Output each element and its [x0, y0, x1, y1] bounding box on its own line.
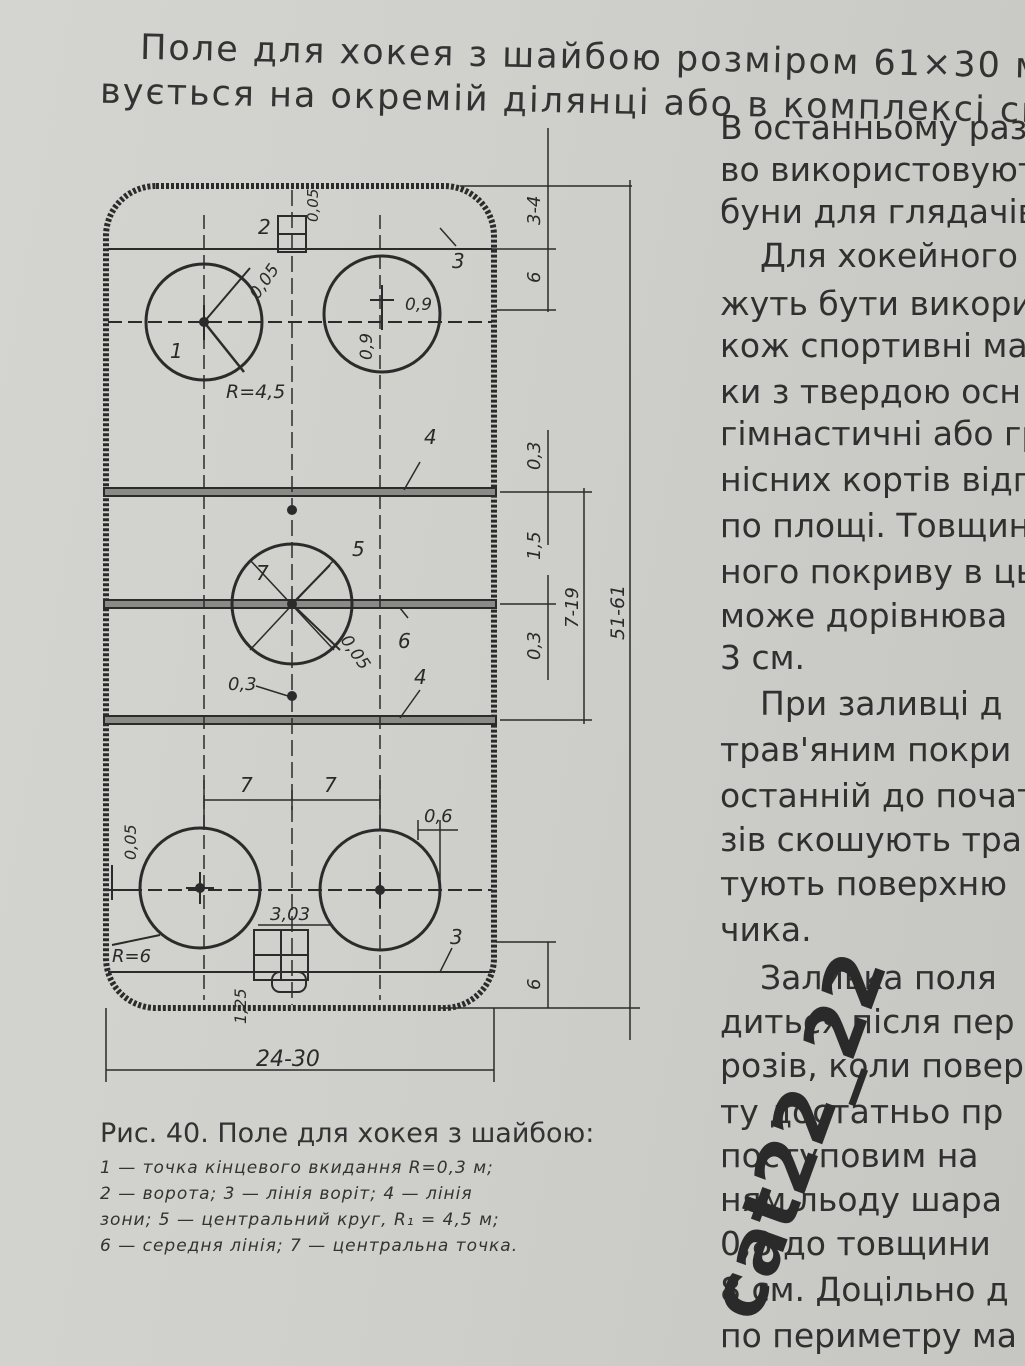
body-text-line: зів скошують тра	[720, 820, 1022, 859]
body-text-line: чика.	[720, 910, 812, 949]
body-text-line: во використовуют	[720, 150, 1025, 189]
body-text-line: нісних кортів відп	[720, 460, 1025, 499]
label-goal-line-bottom: 6	[524, 979, 545, 990]
body-text-line: буни для глядачів.	[720, 192, 1025, 231]
body-text-line: В останньому разі	[720, 108, 1025, 147]
figure-caption-title: Рис. 40. Поле для хокея з шайбою:	[100, 1118, 595, 1149]
label-dim-right-7: 7	[324, 773, 337, 797]
body-text-line: ного покриву в цьо	[720, 552, 1025, 591]
label-line-15: 1,5	[524, 531, 545, 560]
label-005-goal: 0,05	[304, 189, 322, 222]
label-005-center: 0,05	[336, 631, 374, 673]
rink-boundary	[103, 183, 497, 1011]
label-goal-line-top: 6	[524, 272, 545, 283]
label-radius-45: R=4,5	[226, 381, 285, 403]
body-text-line: 3 см.	[720, 638, 806, 677]
body-text-line: При заливці д	[760, 684, 1003, 723]
label-goal-end-top: 3-4	[524, 196, 545, 225]
body-text-line: кож спортивні ма	[720, 326, 1025, 365]
zone-line-top	[103, 487, 497, 497]
label-num-4-top: 4	[424, 425, 437, 449]
label-line-03-bottom: 0,3	[524, 631, 545, 660]
figure-legend-line-3: зони; 5 — центральний круг, R₁ = 4,5 м;	[100, 1210, 500, 1230]
label-dim-125: 1,25	[231, 988, 250, 1024]
body-text-line: ки з твердою осн	[720, 372, 1022, 411]
label-num-4-bottom: 4	[414, 665, 427, 689]
label-num-3-bottom: 3	[450, 925, 463, 949]
body-text-line: жуть бути викорис	[720, 284, 1025, 323]
label-zone-dim: 7-19	[562, 587, 583, 628]
label-point-03: 0,3	[228, 674, 257, 695]
body-text-line: по площі. Товщина	[720, 506, 1025, 545]
body-text-line: диться після пер	[720, 1002, 1015, 1041]
label-num-7: 7	[256, 561, 269, 585]
label-num-5: 5	[352, 537, 365, 561]
label-num-3-top: 3	[452, 249, 465, 273]
label-radius-6: R=6	[112, 946, 151, 967]
figure-legend-line-4: 6 — середня лінія; 7 — центральна точка.	[100, 1236, 519, 1256]
zone-line-bottom	[103, 715, 497, 725]
label-09-b: 0,9	[357, 333, 377, 360]
faceoff-circle-top-left	[144, 262, 264, 382]
body-text-line: ням льоду шара	[720, 1180, 1002, 1219]
label-dim-left-7: 7	[240, 773, 253, 797]
body-text-line: Заливка поля	[760, 958, 997, 997]
figure-legend-line-2: 2 — ворота; 3 — лінія воріт; 4 — лінія	[100, 1184, 473, 1204]
label-005-circle: 0,05	[246, 260, 284, 302]
center-circle	[230, 542, 354, 666]
label-dim-303: 3,03	[270, 904, 310, 925]
body-text-line: по периметру ма	[720, 1316, 1018, 1355]
middle-line	[103, 599, 497, 609]
figure-legend-line-1: 1 — точка кінцевого вкидання R=0,3 м;	[100, 1158, 494, 1178]
body-text-line: останній до почат	[720, 776, 1025, 815]
label-num-6: 6	[398, 629, 411, 653]
body-text-line: розів, коли поверх	[720, 1046, 1025, 1085]
body-text-line: ту достатньо пр	[720, 1092, 1004, 1131]
body-text-line: 8 см. Доцільно д	[720, 1270, 1009, 1309]
label-total-width: 24-30	[256, 1047, 320, 1072]
body-text-line: може дорівнюва	[720, 596, 1008, 635]
label-num-2: 2	[258, 215, 271, 239]
label-total-length: 51-61	[607, 585, 629, 640]
body-text-line: тують поверхню	[720, 864, 1008, 903]
body-text-line: Для хокейного по	[760, 236, 1025, 275]
faceoff-circle-top-right	[322, 254, 442, 374]
label-005-left: 0,05	[121, 824, 140, 860]
body-text-line: гімнастичні або гр	[720, 414, 1025, 453]
faceoff-circle-bottom-left	[138, 826, 262, 950]
label-num-1: 1	[170, 339, 183, 363]
body-text-line: 0,8 до товщини	[720, 1224, 991, 1263]
label-dim-06: 0,6	[424, 806, 453, 827]
label-line-03-top: 0,3	[524, 441, 545, 470]
body-text-line: трав'яним покри	[720, 730, 1012, 769]
label-09-a: 0,9	[405, 295, 432, 315]
body-text-line: поступовим на	[720, 1136, 979, 1175]
